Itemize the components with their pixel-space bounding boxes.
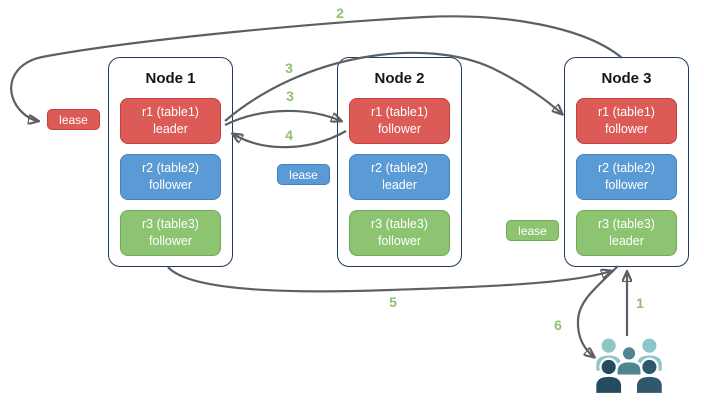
replica-label: r3 (table3)	[598, 217, 655, 232]
node3-r3-replica: r3 (table3) leader	[576, 210, 677, 256]
replica-role: follower	[377, 122, 422, 136]
step-label-2: 2	[336, 5, 344, 21]
node2-box: Node 2 r1 (table1) follower r2 (table2) …	[337, 57, 462, 267]
node1-r3-replica: r3 (table3) follower	[120, 210, 221, 256]
users-group-icon	[593, 335, 666, 402]
replica-label: r2 (table2)	[598, 161, 655, 176]
replica-label: r2 (table2)	[371, 161, 428, 176]
node3-box: Node 3 r1 (table1) follower r2 (table2) …	[564, 57, 689, 267]
lease-badge-blue: lease	[277, 164, 330, 185]
arrow-step5-node1-to-node3	[167, 266, 611, 293]
replica-label: r2 (table2)	[142, 161, 199, 176]
arrow-step2-node3-to-lease	[10, 15, 623, 121]
node3-r1-replica: r1 (table1) follower	[576, 98, 677, 144]
replica-role: leader	[609, 234, 644, 248]
step-label-3a: 3	[285, 60, 293, 76]
arrow-step3-node1-to-node2	[224, 109, 341, 126]
replica-label: r1 (table1)	[598, 105, 655, 120]
replica-role: follower	[148, 178, 193, 192]
replica-role: follower	[377, 234, 422, 248]
node3-title: Node 3	[601, 70, 652, 87]
lease-badge-red: lease	[47, 109, 100, 130]
step-label-6: 6	[554, 317, 562, 333]
node2-r1-replica: r1 (table1) follower	[349, 98, 450, 144]
node1-r1-replica: r1 (table1) leader	[120, 98, 221, 144]
replica-label: r3 (table3)	[371, 217, 428, 232]
node1-title: Node 1	[145, 70, 196, 87]
replica-role: follower	[604, 122, 649, 136]
step-label-1: 1	[636, 295, 644, 311]
replica-role: leader	[153, 122, 188, 136]
step-label-3b: 3	[286, 88, 294, 104]
step-label-5: 5	[389, 294, 397, 310]
replica-role: follower	[604, 178, 649, 192]
replica-label: r3 (table3)	[142, 217, 199, 232]
node2-title: Node 2	[374, 70, 425, 87]
replica-label: r1 (table1)	[142, 105, 199, 120]
node1-r2-replica: r2 (table2) follower	[120, 154, 221, 200]
node2-r3-replica: r3 (table3) follower	[349, 210, 450, 256]
node1-box: Node 1 r1 (table1) leader r2 (table2) fo…	[108, 57, 233, 267]
replica-role: follower	[148, 234, 193, 248]
lease-badge-green: lease	[506, 220, 559, 241]
replica-label: r1 (table1)	[371, 105, 428, 120]
replica-role: leader	[382, 178, 417, 192]
step-label-4: 4	[285, 127, 293, 143]
node2-r2-replica: r2 (table2) leader	[349, 154, 450, 200]
node3-r2-replica: r2 (table2) follower	[576, 154, 677, 200]
